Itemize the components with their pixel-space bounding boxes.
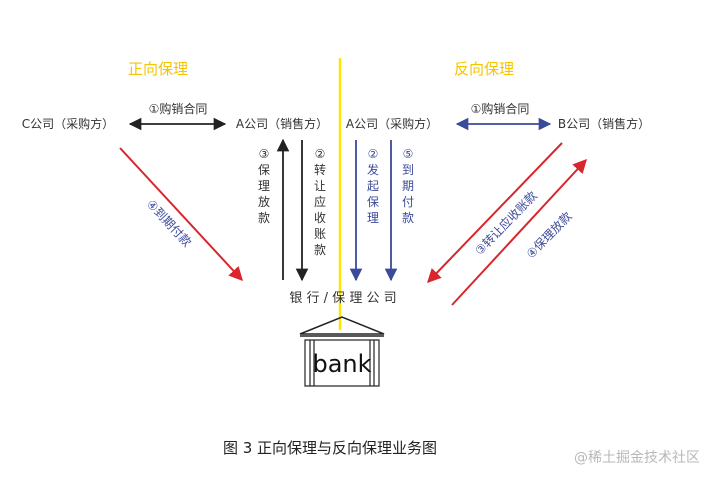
- reverse-transfer-arrow: [427, 142, 563, 284]
- party-a-company-seller: A公司（销售方）: [236, 116, 328, 131]
- svg-text:③: ③: [259, 147, 270, 161]
- svg-text:收: 收: [314, 211, 326, 225]
- bank-icon: bank: [299, 316, 385, 387]
- reverse-contract-label: ①购销合同: [471, 101, 530, 116]
- svg-text:放: 放: [258, 194, 270, 209]
- bank-factor-label: 银 行 / 保 理 公 司: [289, 291, 396, 306]
- forward-due-payment-arrow: [119, 147, 243, 282]
- reverse-payment-arrow: [451, 158, 587, 306]
- svg-text:账: 账: [314, 227, 326, 241]
- svg-text:款: 款: [314, 243, 326, 257]
- svg-text:款: 款: [258, 211, 270, 225]
- svg-text:理: 理: [258, 179, 270, 193]
- svg-text:②: ②: [315, 147, 326, 161]
- figure-caption: 图 3 正向保理与反向保理业务图: [223, 439, 437, 457]
- party-a-company-buyer: A公司（采购方）: [346, 116, 438, 131]
- forward-factoring-title: 正向保理: [128, 60, 188, 78]
- svg-text:理: 理: [367, 211, 379, 225]
- forward-transfer-label: ② 转 让 应 收 账 款: [314, 147, 326, 257]
- svg-text:应: 应: [314, 194, 326, 209]
- svg-text:发: 发: [367, 162, 379, 177]
- svg-text:付: 付: [402, 195, 414, 209]
- svg-text:期: 期: [402, 179, 414, 193]
- svg-text:款: 款: [402, 211, 414, 225]
- forward-contract-label: ①购销合同: [149, 101, 208, 116]
- party-b-company: B公司（销售方）: [558, 116, 650, 131]
- reverse-due-payment-label: ⑤ 到 期 付 款: [402, 147, 414, 225]
- forward-due-payment-label: ④到期付款: [144, 197, 194, 250]
- svg-text:让: 让: [314, 179, 326, 193]
- reverse-factoring-title: 反向保理: [454, 60, 514, 78]
- forward-payment-label: ③ 保 理 放 款: [258, 147, 270, 225]
- svg-text:保: 保: [367, 195, 379, 209]
- svg-text:起: 起: [367, 179, 379, 193]
- svg-text:保: 保: [258, 163, 270, 177]
- reverse-initiate-label: ② 发 起 保 理: [367, 147, 379, 225]
- svg-text:到: 到: [402, 163, 414, 177]
- reverse-payment-label: ④保理放款: [523, 209, 575, 262]
- svg-text:转: 转: [314, 162, 326, 177]
- svg-text:⑤: ⑤: [403, 147, 414, 161]
- party-c-company: C公司（采购方）: [22, 116, 114, 131]
- svg-text:②: ②: [368, 147, 379, 161]
- bank-icon-label: bank: [312, 350, 371, 378]
- watermark-text: @稀土掘金技术社区: [574, 450, 700, 466]
